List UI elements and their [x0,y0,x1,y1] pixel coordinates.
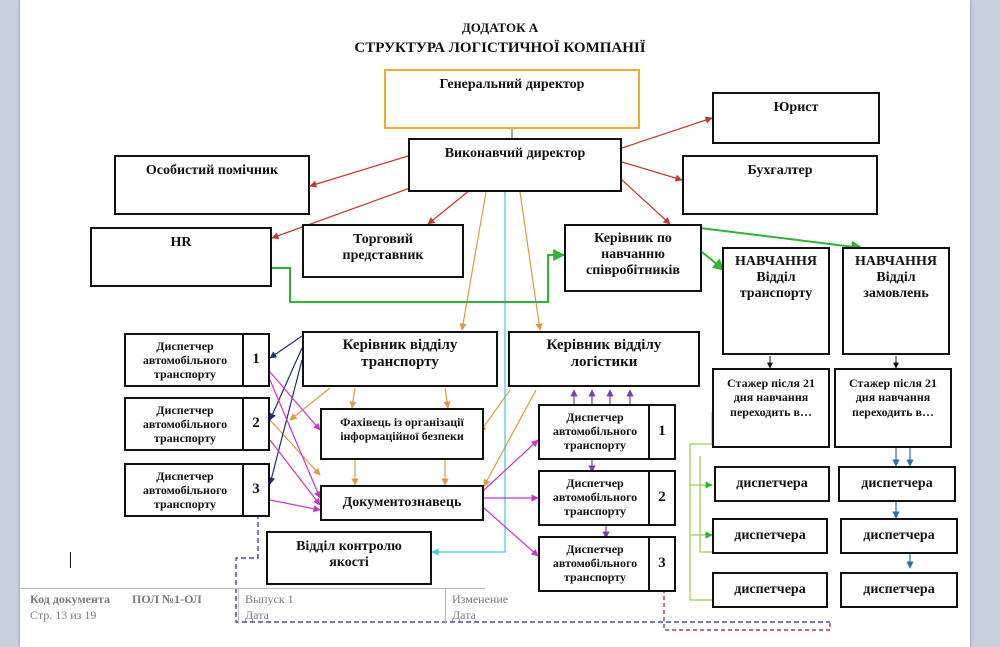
orders-dispatcher-3: диспетчера [840,572,958,608]
diagram-title: СТРУКТУРА ЛОГІСТИЧНОЇ КОМПАНІЇ [354,40,646,56]
right-dispatcher-2: Диспетчер автомобільного транспорту 2 [538,470,676,526]
footer-divider-top [20,588,485,589]
change-date-label: Дата [452,608,476,622]
text-cursor [70,552,71,568]
transport-dispatcher-3: диспетчера [712,572,828,608]
doc-specialist-box: Документознавець [320,485,484,521]
orders-dispatcher-2: диспетчера [840,518,958,554]
training-head-box: Керівник по навчанню співробітників [564,224,702,292]
dispatcher-number: 2 [242,399,268,449]
right-dispatcher-3: Диспетчер автомобільного транспорту 3 [538,536,676,592]
hr-box: HR [90,227,272,287]
appendix-label: ДОДАТОК А [461,20,539,35]
orders-dispatcher-1: диспетчера [838,466,956,502]
security-specialist-box: Фахівець із організації інформаційної бе… [320,408,484,460]
personal-assistant-box: Особистий помічник [114,155,310,215]
left-dispatcher-2: Диспетчер автомобільного транспорту 2 [124,397,270,451]
page-counter: Стр. 13 из 19 [30,608,97,622]
training-orders-box: НАВЧАННЯ Відділ замовлень [842,247,950,355]
lawyer-box: Юрист [712,92,880,144]
general-director-box: Генеральний директор [384,69,640,129]
training-transport-box: НАВЧАННЯ Відділ транспорту [722,247,830,355]
footer-divider [238,588,239,624]
left-dispatcher-3: Диспетчер автомобільного транспорту 3 [124,463,270,517]
accountant-box: Бухгалтер [682,155,878,215]
transport-head-box: Керівник відділу транспорту [302,331,498,387]
left-dispatcher-1: Диспетчер автомобільного транспорту 1 [124,333,270,387]
issue-date-label: Дата [245,608,269,622]
sales-rep-box: Торговий представник [302,224,464,278]
dispatcher-number: 3 [242,465,268,515]
trainee-note-transport: Стажер після 21 дня навчання переходить … [712,368,830,448]
dispatcher-number: 3 [648,538,674,590]
dispatcher-number: 1 [242,335,268,385]
transport-dispatcher-1: диспетчера [714,466,830,502]
doc-code-value: ПОЛ №1-ОЛ [132,592,202,606]
right-dispatcher-1: Диспетчер автомобільного транспорту 1 [538,404,676,460]
footer-divider [445,588,446,624]
executive-director-box: Виконавчий директор [408,138,622,192]
issue-label: Выпуск 1 [245,592,294,606]
dispatcher-number: 1 [648,406,674,458]
transport-dispatcher-2: диспетчера [712,518,828,554]
logistics-head-box: Керівник відділу логістики [508,331,700,387]
quality-dept-box: Відділ контролю якості [266,531,432,585]
dispatcher-number: 2 [648,472,674,524]
trainee-note-orders: Стажер після 21 дня навчання переходить … [834,368,952,448]
document-footer: Код документа ПОЛ №1-ОЛ Стр. 13 из 19 Вы… [20,588,508,624]
change-label: Изменение [452,592,509,606]
doc-code-label: Код документа [30,592,110,606]
